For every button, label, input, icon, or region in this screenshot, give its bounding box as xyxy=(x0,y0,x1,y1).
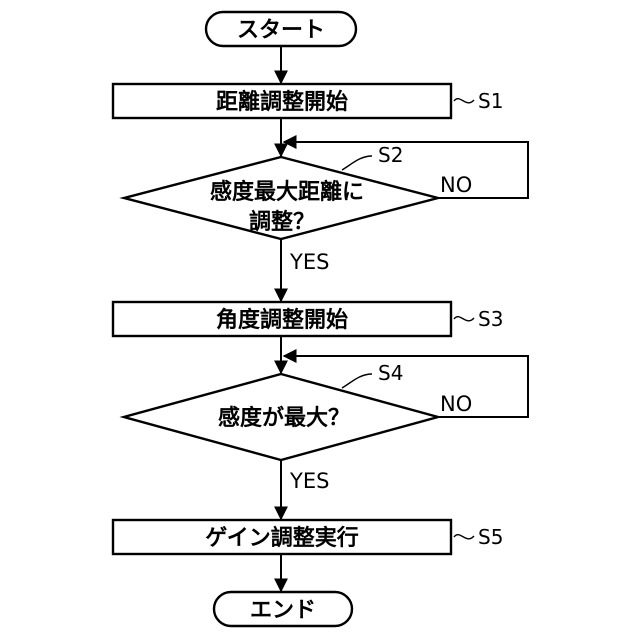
start-label: スタート xyxy=(237,18,325,43)
step-label-s4: S4 xyxy=(378,361,403,385)
decision-s4: 感度が最大？ xyxy=(124,374,438,460)
branch-s4-no: NO xyxy=(440,392,472,416)
s2-callout-tick xyxy=(342,156,372,170)
step-label-s1: S1 xyxy=(478,89,503,113)
branch-s4-yes: YES xyxy=(289,469,329,493)
process-s3: 角度調整開始 xyxy=(113,302,451,336)
s1-callout-tick xyxy=(454,99,474,103)
start-terminal: スタート xyxy=(206,12,356,46)
s5-callout-tick xyxy=(454,535,474,539)
s3-callout-tick xyxy=(454,317,474,321)
end-label: エンド xyxy=(250,598,316,623)
decision-s2-line1: 感度最大距離に xyxy=(210,179,364,205)
decision-s2: 感度最大距離に 調整？ xyxy=(124,157,438,239)
process-s1-label: 距離調整開始 xyxy=(216,89,348,115)
decision-s4-label: 感度が最大？ xyxy=(218,405,350,431)
process-s3-label: 角度調整開始 xyxy=(216,307,348,333)
step-label-s3: S3 xyxy=(478,307,503,331)
step-label-s5: S5 xyxy=(478,525,503,549)
process-s5-label: ゲイン調整実行 xyxy=(205,525,359,551)
s4-callout-tick xyxy=(342,374,372,388)
decision-s2-line2: 調整？ xyxy=(249,209,315,235)
process-s5: ゲイン調整実行 xyxy=(113,520,451,554)
branch-s2-yes: YES xyxy=(289,250,329,274)
end-terminal: エンド xyxy=(214,592,352,626)
step-label-s2: S2 xyxy=(378,143,403,167)
branch-s2-no: NO xyxy=(440,173,472,197)
process-s1: 距離調整開始 xyxy=(113,84,451,118)
